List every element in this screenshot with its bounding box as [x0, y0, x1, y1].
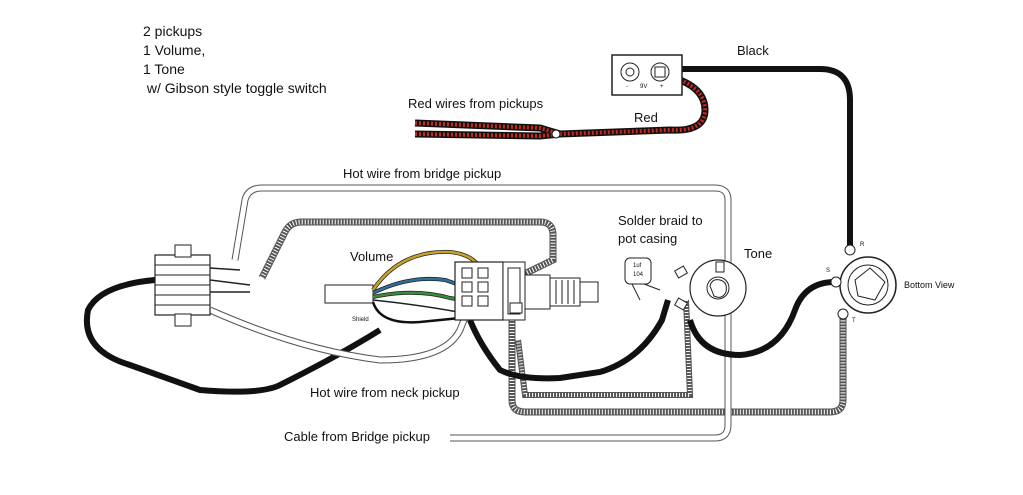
note-line: 2 pickups — [143, 23, 203, 39]
toggle-switch — [154, 244, 251, 327]
hot-wire-bridge-pickup — [231, 184, 732, 270]
cable-bridge-label: Cable from Bridge pickup — [284, 429, 430, 444]
volume-pot — [454, 261, 599, 321]
jack-t-label: T — [852, 318, 856, 324]
output-jack — [830, 244, 897, 320]
tone-label: Tone — [744, 246, 773, 261]
solder-braid-label-1: Solder braid to — [618, 213, 703, 228]
white-lead — [372, 299, 459, 313]
red-wires-label: Red wires from pickups — [408, 96, 544, 111]
black-wire-volume-to-tone — [467, 299, 671, 382]
black-wire-tone-to-jack — [687, 279, 836, 359]
battery-plus-label: + — [660, 84, 664, 90]
notes-block: 2 pickups 1 Volume, 1 Tone w/ Gibson sty… — [143, 22, 327, 98]
hot-neck-label: Hot wire from neck pickup — [310, 385, 460, 400]
note-line: w/ Gibson style toggle switch — [143, 80, 327, 96]
black-wire-battery-to-jack — [679, 66, 853, 248]
capacitor-value-bottom: 104 — [633, 272, 644, 278]
black-cable-switch — [83, 277, 382, 395]
black-label: Black — [737, 43, 769, 58]
tone-pot — [673, 259, 747, 317]
capacitor-value-top: 1uf — [633, 263, 642, 269]
jack-s-label: S — [826, 268, 831, 274]
shield-label: Shield — [352, 317, 369, 323]
jack-r-label: R — [860, 242, 865, 248]
note-line: 1 Tone — [143, 61, 185, 77]
braided-ground-loop — [258, 218, 557, 284]
pickup-lead-cable — [324, 284, 374, 304]
battery-9v — [611, 54, 683, 96]
battery-volts-label: 9V — [640, 84, 648, 90]
note-line: 1 Volume, — [143, 42, 206, 58]
solder-braid-label-2: pot casing — [618, 231, 678, 246]
red-label: Red — [634, 110, 658, 125]
tone-capacitor — [624, 257, 661, 301]
black-lead — [371, 301, 461, 324]
volume-label: Volume — [350, 249, 394, 264]
hot-bridge-label: Hot wire from bridge pickup — [343, 166, 502, 181]
battery-minus-label: - — [626, 84, 628, 90]
bottom-view-label: Bottom View — [904, 280, 955, 290]
